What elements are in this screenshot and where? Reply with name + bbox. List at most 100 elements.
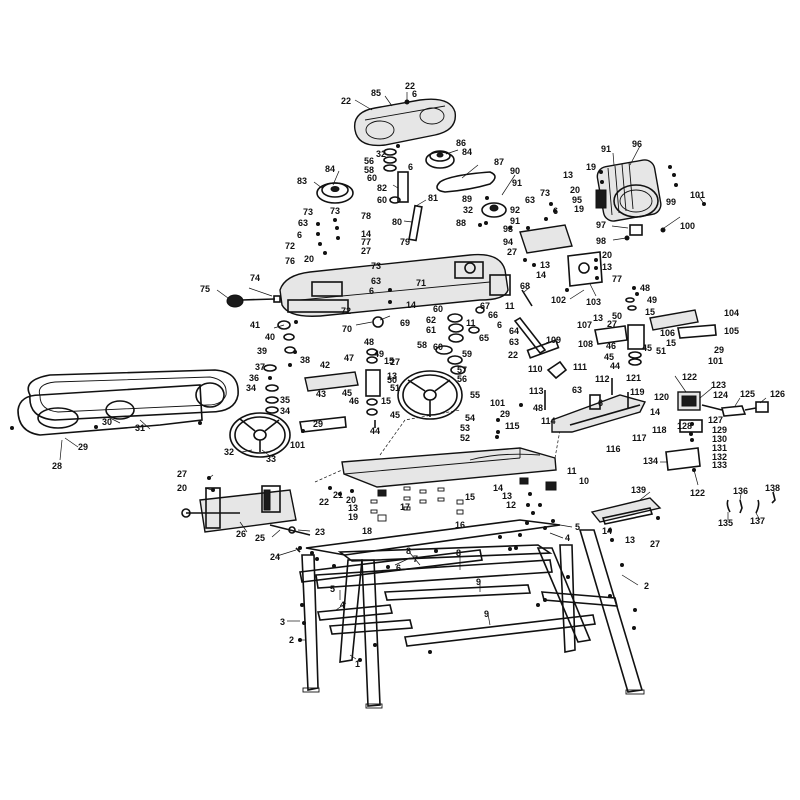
callout-label: 139 [631, 485, 646, 495]
callout-label: 13 [602, 262, 612, 272]
callout-label: 115 [505, 421, 520, 431]
stand-top-rail-8 [315, 559, 553, 589]
callout-label: 126 [770, 389, 785, 399]
plug-125 [720, 405, 747, 417]
callout-label: 132 [712, 452, 727, 462]
callout-label: 45 [604, 352, 614, 362]
callout-label: 6 [369, 286, 374, 296]
motor-plate-94 [519, 224, 573, 254]
callout-label: 19 [348, 512, 358, 522]
handle-75 [226, 294, 384, 330]
callout-label: 69 [400, 318, 410, 328]
callout-label: 100 [680, 221, 695, 231]
callout-label: 58 [417, 340, 427, 350]
saw-frame-79 [279, 253, 509, 317]
guide-105 [677, 324, 717, 339]
table-foot [519, 477, 529, 485]
callout-label: 29 [313, 419, 323, 429]
callout-label: 33 [266, 454, 276, 464]
callout-label: 26 [236, 529, 246, 539]
callout-label: 56 [457, 374, 467, 384]
callout-label: 15 [645, 307, 655, 317]
callout-label: 5 [330, 584, 335, 594]
callout-label: 64 [509, 326, 519, 336]
callout-label: 27 [390, 357, 400, 367]
callout-label: 65 [479, 333, 489, 343]
motor-assembly [595, 159, 706, 241]
callout-label: 62 [426, 315, 436, 325]
callout-label: 81 [428, 193, 438, 203]
callout-label: 60 [377, 195, 387, 205]
pulley-cover-85 [353, 98, 457, 147]
callout-label: 51 [390, 383, 400, 393]
stand-top-frame-rear [305, 519, 561, 556]
callout-label: 59 [462, 349, 472, 359]
callout-label: 28 [52, 461, 62, 471]
callout-label: 83 [297, 176, 307, 186]
part-137 [755, 499, 760, 514]
callout-label: 101 [490, 398, 505, 408]
callout-label: 48 [364, 337, 374, 347]
callout-label: 13 [593, 313, 603, 323]
guide-107 [594, 325, 628, 345]
callout-label: 39 [257, 346, 267, 356]
callout-label: 20 [346, 495, 356, 505]
callout-label: 42 [320, 360, 330, 370]
callout-label: 73 [330, 206, 340, 216]
guide-104 [649, 309, 699, 331]
callout-label: 57 [457, 365, 467, 375]
callout-label: 72 [341, 306, 351, 316]
callout-label: 112 [595, 374, 610, 384]
stand-leg-rear-right [536, 547, 592, 643]
callout-label: 76 [285, 256, 295, 266]
callout-label: 5 [575, 522, 580, 532]
fasteners [10, 99, 696, 542]
vise-assembly [181, 476, 342, 553]
callout-label: 4 [565, 533, 570, 543]
bracket-103 [567, 251, 603, 287]
blade-cover-assembly [17, 369, 239, 436]
callout-label: 125 [740, 389, 755, 399]
callout-label: 16 [455, 520, 465, 530]
callout-label: 13 [348, 503, 358, 513]
stand-foot [625, 689, 645, 695]
callout-label: 120 [654, 392, 669, 402]
stand-brace-right [540, 591, 619, 607]
callout-label: 138 [765, 483, 780, 493]
callout-label: 107 [577, 320, 592, 330]
callout-label: 13 [502, 491, 512, 501]
stand-foot [302, 687, 320, 693]
callout-label: 22 [341, 96, 351, 106]
callout-label: 13 [563, 170, 573, 180]
callout-label: 31 [135, 423, 145, 433]
callout-label: 9 [476, 577, 481, 587]
callout-label: 131 [712, 443, 727, 453]
callout-label: 21 [333, 490, 343, 500]
callout-label: 11 [466, 318, 476, 328]
guide-block-47 [365, 369, 381, 397]
center-roller-stack [435, 306, 568, 380]
callout-label: 122 [690, 488, 705, 498]
callout-label: 34 [280, 406, 290, 416]
callout-label: 113 [529, 386, 544, 396]
callout-label: 123 [711, 380, 726, 390]
guide-43 [299, 416, 347, 433]
callout-label: 44 [370, 426, 380, 436]
callout-label: 63 [298, 218, 308, 228]
base-table-assembly [314, 409, 561, 522]
callout-label: 121 [626, 373, 641, 383]
callout-label: 17 [400, 502, 410, 512]
callout-label: 58 [364, 165, 374, 175]
callout-label: 89 [462, 194, 472, 204]
stand-top-frame-front [337, 544, 553, 562]
callout-label: 29 [714, 345, 724, 355]
callout-label: 14 [361, 229, 371, 239]
callout-label: 6 [396, 563, 401, 573]
callout-label: 73 [371, 261, 381, 271]
callout-label: 18 [362, 526, 372, 536]
callout-label: 8 [406, 546, 411, 556]
callout-label: 52 [460, 433, 470, 443]
callout-label: 92 [510, 205, 520, 215]
callout-label: 66 [488, 310, 498, 320]
